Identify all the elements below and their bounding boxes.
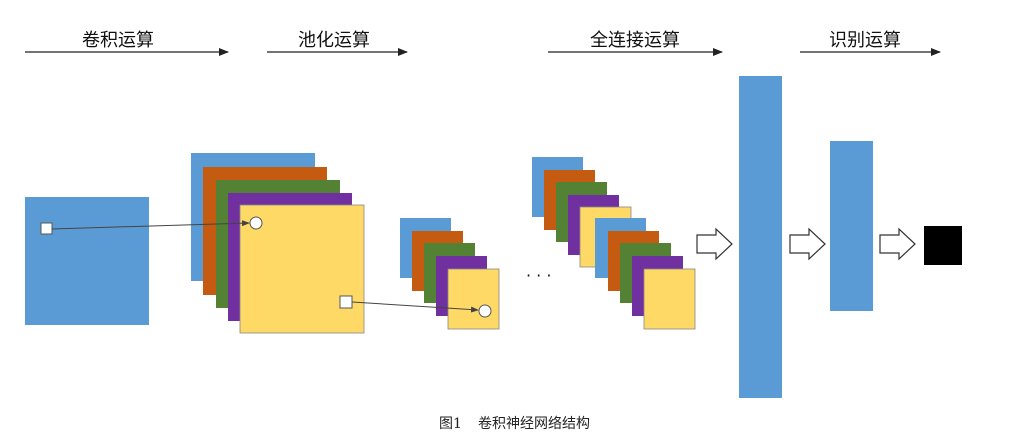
stage-label-fc: 全连接运算 [590, 30, 680, 51]
stage-label-recog: 识别运算 [829, 30, 901, 51]
hollow-arrow-3 [879, 227, 916, 261]
layer-ellipsis: · · · [526, 266, 551, 285]
recog-layer-bar [830, 141, 873, 311]
fc-feature-maps-b [595, 218, 696, 330]
output-node [924, 226, 962, 265]
stage-label-pool: 池化运算 [298, 30, 370, 51]
pool-window [339, 295, 353, 309]
fc-map-b-yellow [643, 268, 696, 330]
pool-feature-maps [400, 218, 500, 330]
pool-map-yellow [447, 268, 500, 330]
hollow-arrow-1 [696, 227, 733, 261]
pool-mapping-line [351, 301, 479, 313]
hollow-arrow-2 [789, 227, 826, 261]
conv-feature-maps [191, 153, 365, 334]
pool-output-point [478, 304, 492, 318]
caption-number: 图1 [439, 416, 462, 432]
fc-layer-bar [739, 76, 782, 398]
conv-mapping-line [51, 220, 250, 230]
conv-output-point [249, 216, 263, 230]
figure-caption: 图1 卷积神经网络结构 [0, 413, 1029, 433]
input-receptive-field [40, 222, 53, 235]
caption-text: 卷积神经网络结构 [477, 416, 590, 432]
input-image [25, 197, 149, 325]
stage-label-conv: 卷积运算 [82, 30, 154, 51]
